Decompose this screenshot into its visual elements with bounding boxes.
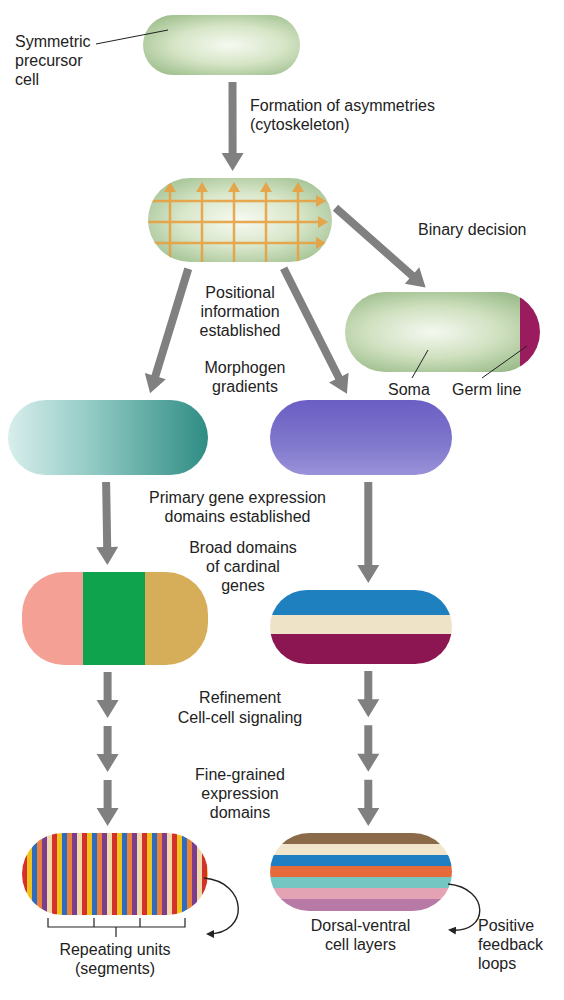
leader-line	[482, 346, 527, 378]
cell-fill	[270, 590, 452, 664]
arrow-shape	[357, 780, 379, 826]
arrow-shape	[222, 82, 244, 171]
cell-fill	[270, 400, 452, 475]
cell-shape	[8, 400, 208, 475]
arrow-shape	[97, 672, 119, 718]
node-text: Repeating units (segments)	[30, 940, 200, 978]
cell-fill	[148, 178, 332, 262]
flow-arrow	[357, 482, 379, 583]
segment-bracket	[48, 918, 185, 937]
cytoskeleton-arrows	[148, 182, 328, 262]
node-text: Soma	[388, 380, 448, 399]
cell-fill	[22, 833, 208, 915]
cell-shape: Symmetric precursor cell	[143, 15, 300, 75]
edge-label: Formation of asymmetries (cytoskeleton)	[250, 96, 460, 134]
leader-line	[96, 30, 168, 44]
label-text: Positional information established	[195, 283, 285, 340]
cell-shape	[270, 590, 452, 664]
arrow-shape	[357, 482, 379, 583]
flow-arrow	[222, 82, 244, 171]
feedback-loop-arrow	[448, 884, 480, 930]
edge-label: Binary decision	[418, 220, 558, 239]
label-text: Primary gene expression domains establis…	[135, 488, 340, 526]
leader-line	[412, 350, 428, 378]
flow-arrow	[145, 268, 192, 394]
cell-shape: Repeating units (segments)	[22, 833, 208, 915]
label-text: Refinement	[170, 688, 310, 707]
flow-arrow	[333, 205, 426, 288]
cell-shape	[270, 400, 452, 475]
label-text: Morphogen gradients	[195, 358, 295, 396]
cell-shape	[148, 178, 332, 262]
cell-fill	[8, 400, 208, 475]
arrow-shape	[97, 726, 119, 772]
label-text: Cell-cell signaling	[150, 708, 330, 727]
arrow-shape	[357, 725, 379, 771]
arrow-shape	[357, 671, 379, 717]
flow-arrow	[96, 482, 118, 565]
arrow-shape	[280, 266, 349, 393]
cell-fill	[270, 833, 452, 911]
label-text: Broad domains of cardinal genes	[186, 538, 300, 595]
cell-shape: Dorsal-ventral cell layers	[270, 833, 452, 911]
flow-arrow	[280, 266, 349, 393]
cell-shape: SomaGerm line	[345, 292, 540, 372]
cell-shape	[22, 572, 208, 665]
node-text: Dorsal-ventral cell layers	[298, 916, 423, 954]
arrow-shape	[97, 780, 119, 826]
node-text: Germ line	[452, 380, 552, 399]
flow-arrow	[357, 671, 379, 826]
node-text: Symmetric precursor cell	[15, 32, 107, 89]
arrow-shape	[145, 268, 192, 394]
cell-fill	[345, 292, 540, 372]
arrow-shape	[333, 205, 426, 288]
flow-arrow	[97, 672, 119, 826]
feedback-loop-arrow	[204, 878, 238, 934]
cell-fill	[22, 572, 208, 665]
cell-fill	[143, 15, 300, 75]
arrow-shape	[96, 482, 118, 565]
label-text: Fine-grained expression domains	[185, 765, 295, 822]
label-text: Positive feedback loops	[478, 916, 558, 973]
